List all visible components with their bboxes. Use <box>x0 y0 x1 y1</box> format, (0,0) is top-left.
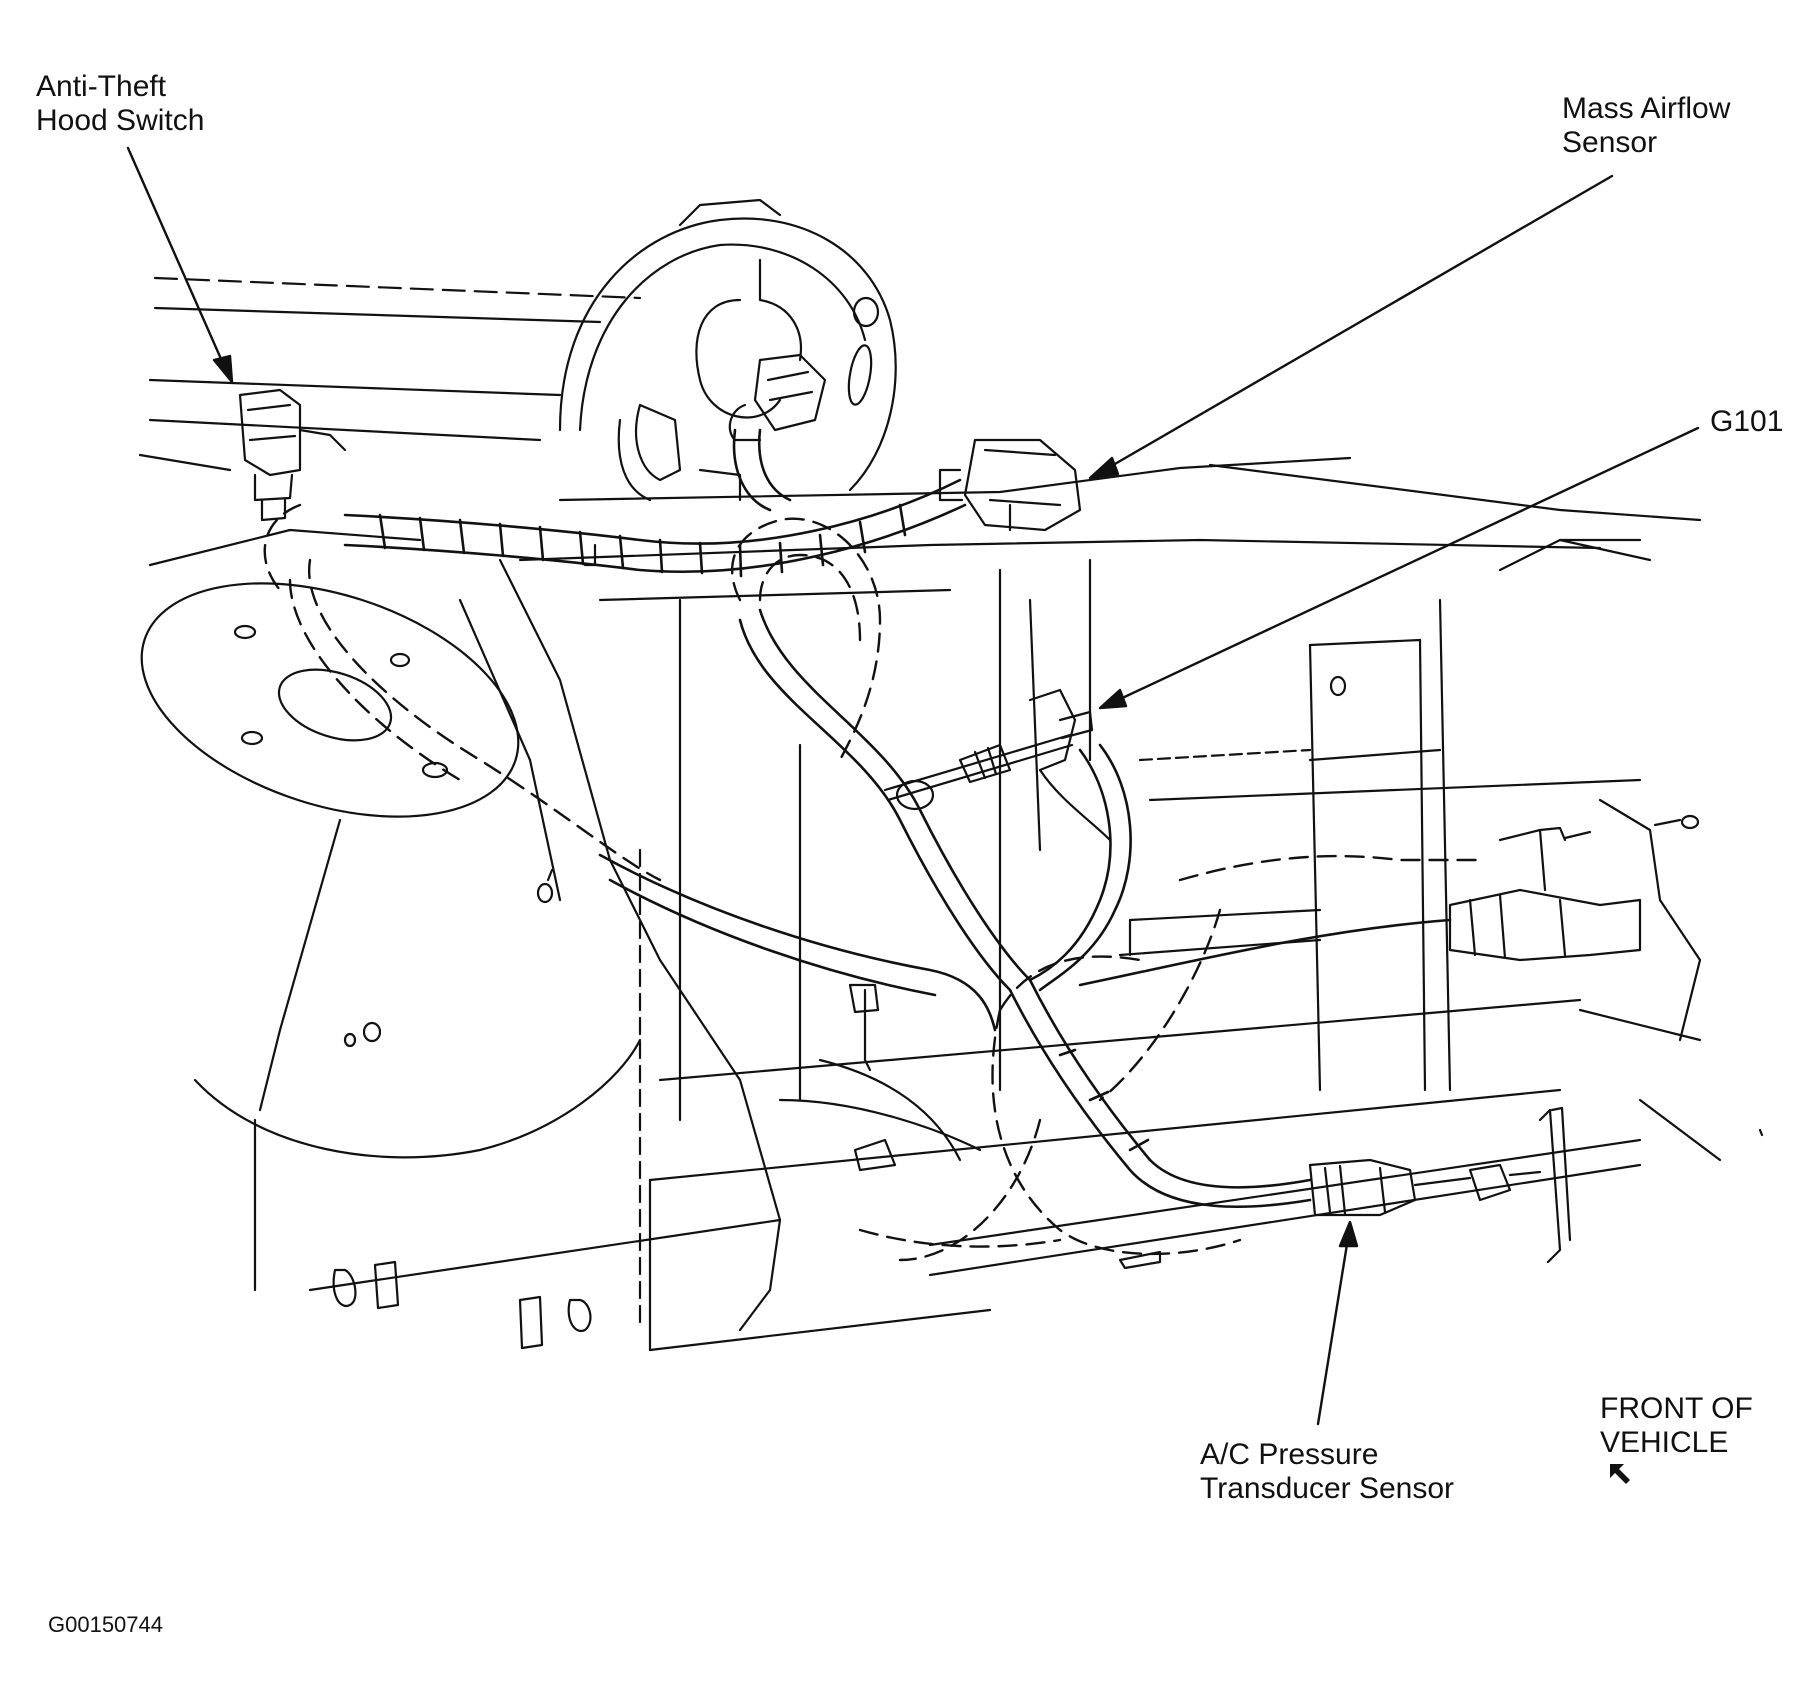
right-harness-connector <box>1448 826 1642 962</box>
label-line: Sensor <box>1562 126 1658 159</box>
leader-g101 <box>1116 426 1700 702</box>
label-line: VEHICLE <box>1600 1426 1753 1494</box>
air-cleaner-housing <box>558 198 897 502</box>
label-g101: G101 <box>1710 405 1783 439</box>
hidden-harness <box>263 503 1482 1262</box>
left-disc <box>140 582 520 818</box>
label-anti-theft-hood-switch: Anti-Theft Hood Switch <box>36 70 204 138</box>
small-details <box>332 543 1764 1350</box>
label-line: FRONT OF <box>1600 1392 1753 1425</box>
body-panels <box>138 276 1722 1352</box>
leader-anti-theft <box>126 146 227 370</box>
label-line: Mass Airflow <box>1562 92 1731 125</box>
figure-code: G00150744 <box>48 1612 163 1637</box>
g101-ground-bolt <box>883 688 1112 842</box>
label-line: Anti-Theft <box>36 70 167 103</box>
main-harness <box>343 428 1452 1209</box>
label-line: G101 <box>1710 405 1784 438</box>
ac-transducer <box>1308 1106 1572 1264</box>
label-front-of-vehicle: FRONT OF VEHICLE <box>1600 1392 1753 1494</box>
hood-switch-connector <box>238 388 347 522</box>
label-ac-pressure-transducer-sensor: A/C Pressure Transducer Sensor <box>1200 1438 1454 1506</box>
label-line: Hood Switch <box>36 104 205 137</box>
arrow-up-left-icon <box>1608 1460 1753 1494</box>
label-line-text: VEHICLE <box>1600 1426 1729 1459</box>
leader-lines <box>126 146 1700 1426</box>
label-line: Transducer Sensor <box>1200 1472 1455 1505</box>
label-mass-airflow-sensor: Mass Airflow Sensor <box>1562 92 1730 160</box>
arrow-up-left-icon-svg <box>1610 1464 1630 1484</box>
leader-maf <box>1106 174 1614 470</box>
leader-ac <box>1316 1236 1350 1426</box>
label-line: A/C Pressure <box>1200 1438 1379 1471</box>
